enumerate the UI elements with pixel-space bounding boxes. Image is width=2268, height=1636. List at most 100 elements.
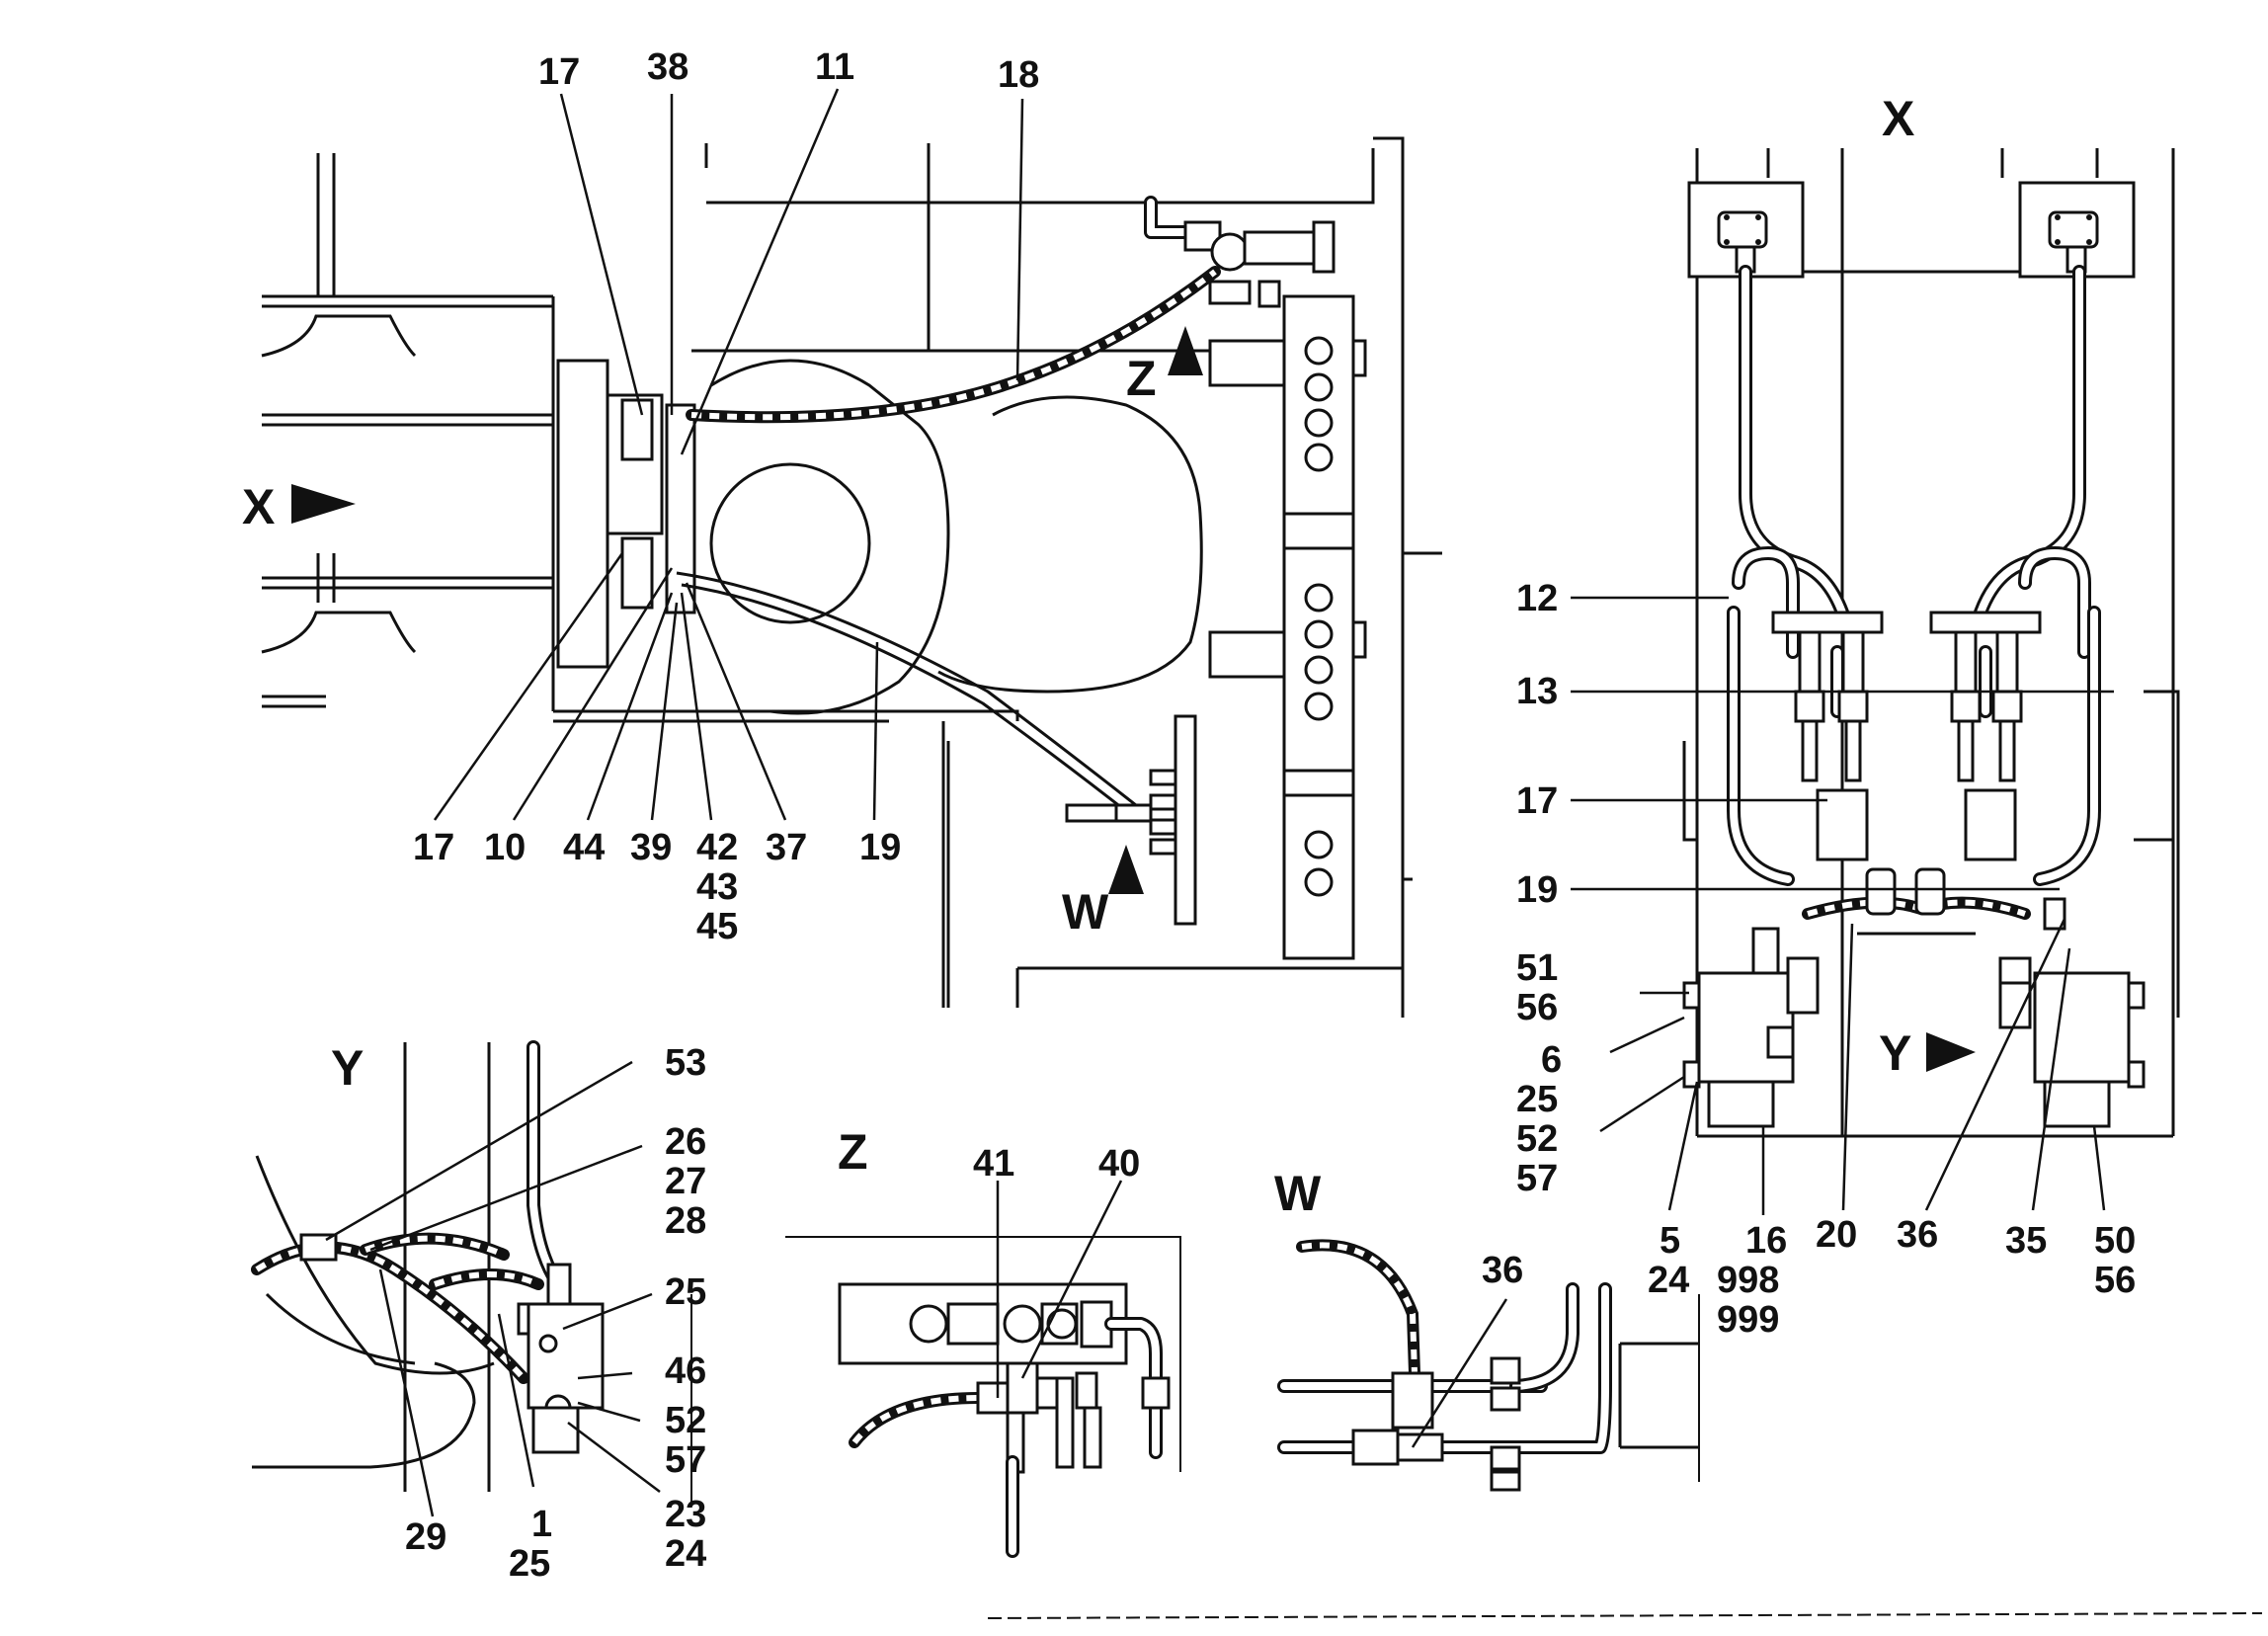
callout-19-main: 19 bbox=[859, 827, 901, 868]
callout-11: 11 bbox=[815, 46, 854, 88]
callout-29: 29 bbox=[405, 1516, 446, 1558]
view-z: Z 41 40 bbox=[785, 1124, 1181, 1558]
callout-36-x: 36 bbox=[1897, 1214, 1938, 1256]
view-w-frame bbox=[1618, 1294, 1700, 1482]
fittings-w bbox=[1351, 1356, 1521, 1492]
view-y-frame bbox=[252, 1042, 692, 1502]
callout-46: 46 bbox=[665, 1350, 706, 1392]
frame-cutout bbox=[709, 359, 1203, 715]
view-arrow-w bbox=[1108, 845, 1144, 894]
callout-27: 27 bbox=[665, 1161, 706, 1202]
view-arrow-z bbox=[1168, 326, 1203, 375]
callout-35: 35 bbox=[2005, 1220, 2047, 1262]
callout-39: 39 bbox=[630, 827, 672, 868]
hose-y bbox=[251, 1232, 544, 1384]
valve-block-column bbox=[1208, 294, 1367, 960]
callout-24-y: 24 bbox=[665, 1533, 706, 1575]
center-plate bbox=[1816, 788, 2017, 936]
leader-lines-x bbox=[1571, 596, 2114, 1215]
view-x-title: X bbox=[1882, 91, 1914, 146]
sheet-bottom-edge bbox=[987, 1612, 2263, 1619]
hose-18 bbox=[686, 266, 1221, 424]
view-x: X 12 13 17 19 51 56 6 25 52 57 5 24 16 9… bbox=[1516, 91, 2180, 1341]
callout-25-x: 25 bbox=[1516, 1079, 1558, 1120]
callout-6: 6 bbox=[1541, 1039, 1562, 1081]
callout-37: 37 bbox=[766, 827, 807, 868]
view-w: W 36 bbox=[1274, 1166, 1700, 1492]
callout-45: 45 bbox=[696, 906, 738, 947]
callout-28: 28 bbox=[665, 1200, 706, 1242]
callout-50: 50 bbox=[2094, 1220, 2136, 1262]
callout-12: 12 bbox=[1516, 578, 1558, 619]
hose-20 bbox=[1802, 867, 2031, 920]
callout-13: 13 bbox=[1516, 671, 1558, 712]
callout-40: 40 bbox=[1098, 1143, 1140, 1185]
hose-w bbox=[1296, 1239, 1420, 1379]
manifold-w bbox=[1065, 714, 1197, 926]
callout-17-top: 17 bbox=[538, 51, 580, 93]
callout-56-x-bottom: 56 bbox=[2094, 1260, 2136, 1301]
line-19 bbox=[676, 571, 1137, 817]
callout-36-w: 36 bbox=[1482, 1250, 1523, 1291]
callout-998: 998 bbox=[1717, 1260, 1779, 1301]
valve-50 bbox=[1998, 897, 2146, 1128]
view-w-title: W bbox=[1274, 1166, 1322, 1221]
tube-y bbox=[526, 1040, 565, 1291]
frame-outline bbox=[261, 136, 1442, 1018]
view-y-title: Y bbox=[331, 1040, 364, 1096]
view-z-frame bbox=[785, 1236, 1181, 1472]
callout-19-x: 19 bbox=[1516, 869, 1558, 911]
view-arrow-y bbox=[1926, 1032, 1976, 1072]
callout-52-y: 52 bbox=[665, 1400, 706, 1441]
callout-1: 1 bbox=[531, 1504, 552, 1545]
callout-52-x: 52 bbox=[1516, 1118, 1558, 1160]
callout-10: 10 bbox=[484, 827, 526, 868]
leader-lines-main bbox=[433, 88, 1024, 821]
callout-16: 16 bbox=[1745, 1220, 1787, 1262]
callout-26: 26 bbox=[665, 1121, 706, 1163]
callout-44: 44 bbox=[563, 827, 605, 868]
view-z-arrow-label: Z bbox=[1126, 351, 1157, 406]
cylinder-cap-right bbox=[2018, 181, 2136, 279]
valve-16 bbox=[1682, 927, 1820, 1128]
cylinder-cap-left bbox=[1687, 181, 1805, 279]
leader-lines-z bbox=[996, 1180, 1123, 1398]
callout-41: 41 bbox=[973, 1143, 1014, 1185]
hose-z bbox=[849, 1392, 984, 1448]
callout-25-y-bottom: 25 bbox=[509, 1543, 550, 1585]
callout-56-x: 56 bbox=[1516, 987, 1558, 1028]
callout-43: 43 bbox=[696, 866, 738, 908]
callout-17-bottom: 17 bbox=[413, 827, 454, 868]
callout-51: 51 bbox=[1516, 947, 1558, 989]
elbow-fitting-top bbox=[1144, 196, 1336, 308]
view-w-arrow-label: W bbox=[1062, 884, 1109, 940]
tubes-w bbox=[1277, 1282, 1612, 1454]
fittings-z bbox=[976, 1361, 1102, 1558]
valve-y bbox=[299, 1233, 605, 1454]
callout-999: 999 bbox=[1717, 1299, 1779, 1341]
callout-18: 18 bbox=[998, 54, 1039, 96]
callout-20: 20 bbox=[1816, 1214, 1857, 1256]
tube-bundle-left bbox=[1727, 265, 1849, 886]
callout-25-y: 25 bbox=[665, 1271, 706, 1313]
callout-53: 53 bbox=[665, 1042, 706, 1084]
view-z-title: Z bbox=[838, 1124, 868, 1180]
main-assembly-view: 17 38 11 18 X Z W 17 10 44 39 42 43 45 3… bbox=[242, 46, 1442, 1018]
leader-lines-y bbox=[325, 1060, 661, 1517]
view-y-arrow-label: Y bbox=[1879, 1025, 1911, 1081]
callout-57-x: 57 bbox=[1516, 1158, 1558, 1199]
callout-24-x: 24 bbox=[1648, 1260, 1689, 1301]
view-arrow-x bbox=[291, 484, 356, 524]
callout-23: 23 bbox=[665, 1494, 706, 1535]
callout-38: 38 bbox=[647, 46, 688, 88]
cylinder-z bbox=[909, 1300, 1171, 1459]
callout-42: 42 bbox=[696, 827, 738, 868]
callout-5: 5 bbox=[1660, 1220, 1680, 1262]
callout-57-y: 57 bbox=[665, 1439, 706, 1481]
view-x-arrow-label: X bbox=[242, 479, 275, 534]
callout-17-x: 17 bbox=[1516, 780, 1558, 822]
leader-lines-w bbox=[1411, 1298, 1508, 1448]
view-y: Y 53 26 27 28 25 46 52 57 23 24 29 1 25 bbox=[251, 1040, 706, 1585]
